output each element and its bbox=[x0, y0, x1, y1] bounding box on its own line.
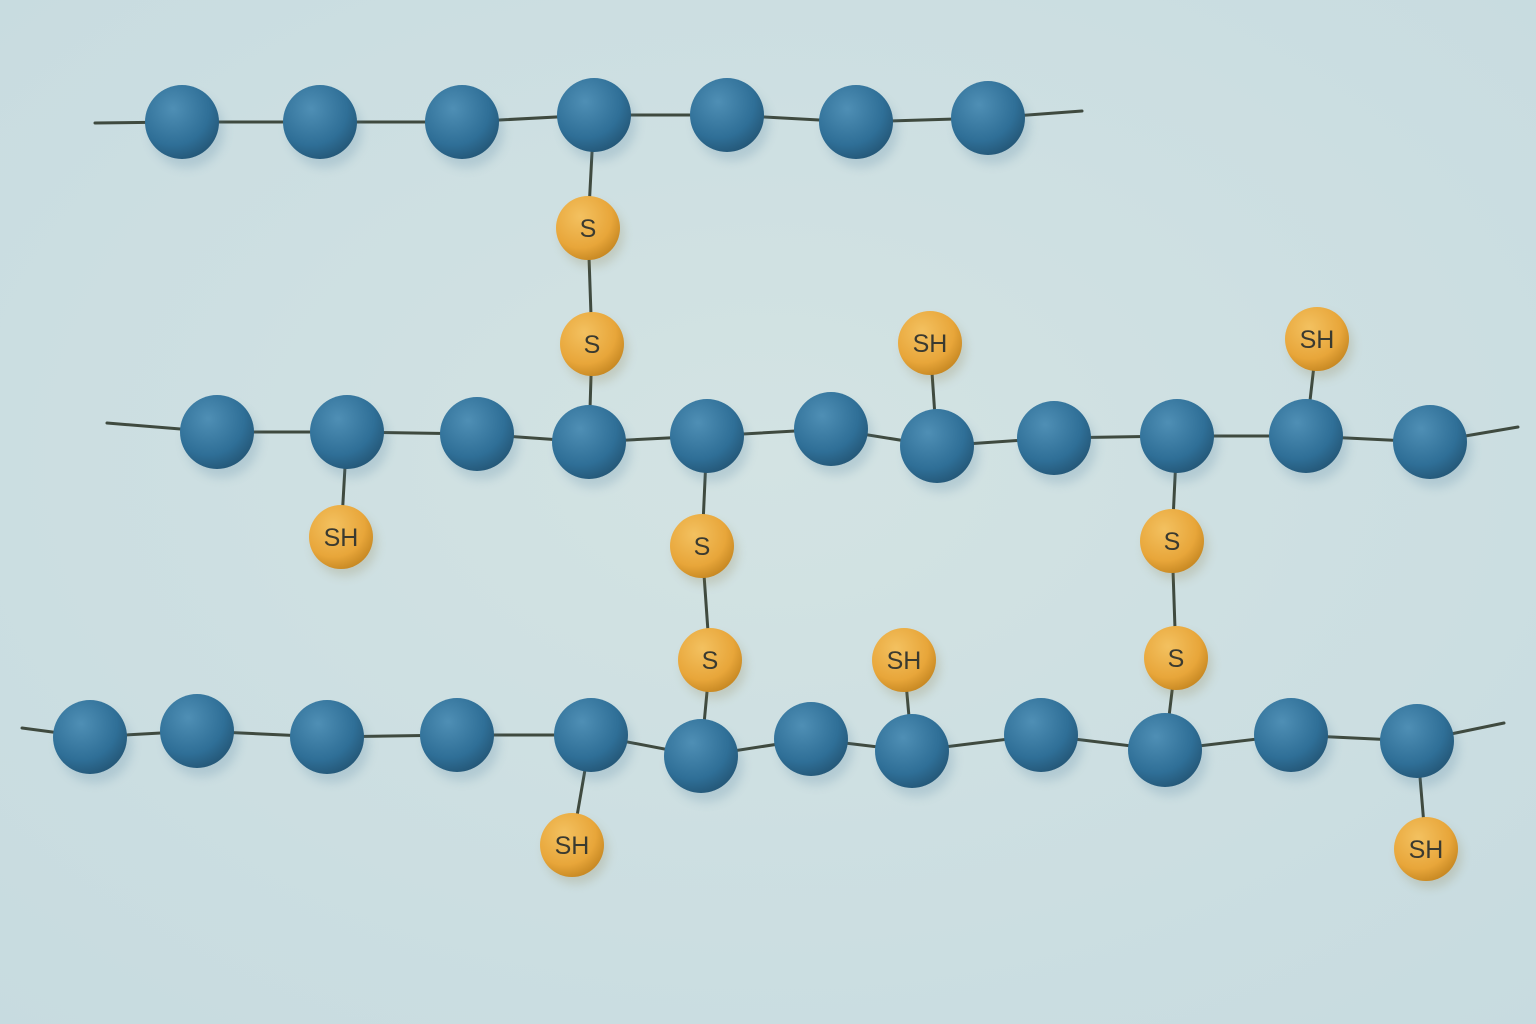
atom-sphere bbox=[678, 628, 742, 692]
chain-middle-bead-1 bbox=[180, 395, 254, 469]
thiol-group-5: SH bbox=[872, 628, 940, 699]
sulfur-atom-layer: S S S S S S SH SH SH SH SH SH bbox=[309, 196, 1462, 888]
disulfide-bridge-1-sulfur-1: S bbox=[556, 196, 624, 267]
atom-label: S bbox=[1168, 645, 1185, 673]
thiol-group-3: SH bbox=[1285, 307, 1353, 378]
chain-middle-bead-8 bbox=[1017, 401, 1091, 475]
atom-label: SH bbox=[1409, 836, 1444, 864]
chain-middle-bead-6 bbox=[794, 392, 868, 466]
chain-middle-bead-2 bbox=[310, 395, 384, 469]
chain-top-bead-5 bbox=[690, 78, 764, 152]
atom-sphere bbox=[1144, 626, 1208, 690]
chain-top-bead-1 bbox=[145, 85, 219, 159]
chain-bottom-bead-6 bbox=[664, 719, 738, 793]
chain-bottom-bead-4 bbox=[420, 698, 494, 772]
chain-top-bead-2 bbox=[283, 85, 357, 159]
thiol-group-6: SH bbox=[1394, 817, 1462, 888]
chain-bottom-bead-9 bbox=[1004, 698, 1078, 772]
thiol-group-1: SH bbox=[309, 505, 377, 576]
disulfide-bridge-1-sulfur-2: S bbox=[560, 312, 628, 383]
chain-middle-bead-5 bbox=[670, 399, 744, 473]
atom-label: SH bbox=[887, 647, 922, 675]
chain-top-bead-7 bbox=[951, 81, 1025, 155]
atom-label: S bbox=[580, 215, 597, 243]
disulfide-bridge-3-sulfur-1: S bbox=[1140, 509, 1208, 580]
atom-sphere bbox=[309, 505, 373, 569]
chain-bottom-bead-1 bbox=[53, 700, 127, 774]
chain-middle-bead-9 bbox=[1140, 399, 1214, 473]
bead-layer bbox=[53, 78, 1467, 793]
chain-bottom-bead-8 bbox=[875, 714, 949, 788]
chain-top-bead-4 bbox=[557, 78, 631, 152]
atom-sphere bbox=[540, 813, 604, 877]
thiol-group-4: SH bbox=[540, 813, 608, 884]
atom-label: SH bbox=[913, 330, 948, 358]
atom-sphere bbox=[556, 196, 620, 260]
atom-sphere bbox=[872, 628, 936, 692]
atom-label: S bbox=[694, 533, 711, 561]
chain-middle-bead-4 bbox=[552, 405, 626, 479]
chain-bottom-bead-12 bbox=[1380, 704, 1454, 778]
chain-middle-bead-3 bbox=[440, 397, 514, 471]
chain-bottom-bead-10 bbox=[1128, 713, 1202, 787]
chain-middle-bead-10 bbox=[1269, 399, 1343, 473]
chain-middle-bead-7 bbox=[900, 409, 974, 483]
chain-bottom-bead-7 bbox=[774, 702, 848, 776]
atom-sphere bbox=[670, 514, 734, 578]
atom-sphere bbox=[898, 311, 962, 375]
chain-bottom-bead-11 bbox=[1254, 698, 1328, 772]
chain-bottom-bead-3 bbox=[290, 700, 364, 774]
thiol-group-2: SH bbox=[898, 311, 966, 382]
atom-label: S bbox=[584, 331, 601, 359]
atom-label: S bbox=[1164, 528, 1181, 556]
chain-top-bead-6 bbox=[819, 85, 893, 159]
atom-sphere bbox=[1140, 509, 1204, 573]
atom-sphere bbox=[1285, 307, 1349, 371]
chain-top-bead-3 bbox=[425, 85, 499, 159]
atom-sphere bbox=[1394, 817, 1458, 881]
disulfide-bridge-2-sulfur-2: S bbox=[678, 628, 746, 699]
chain-bottom-bead-2 bbox=[160, 694, 234, 768]
chain-middle-bead-11 bbox=[1393, 405, 1467, 479]
chain-bottom-bead-5 bbox=[554, 698, 628, 772]
atom-label: S bbox=[702, 647, 719, 675]
atom-label: SH bbox=[324, 524, 359, 552]
atom-label: SH bbox=[555, 832, 590, 860]
disulfide-bridge-3-sulfur-2: S bbox=[1144, 626, 1212, 697]
atom-label: SH bbox=[1300, 326, 1335, 354]
disulfide-bridge-2-sulfur-1: S bbox=[670, 514, 738, 585]
atom-sphere bbox=[560, 312, 624, 376]
